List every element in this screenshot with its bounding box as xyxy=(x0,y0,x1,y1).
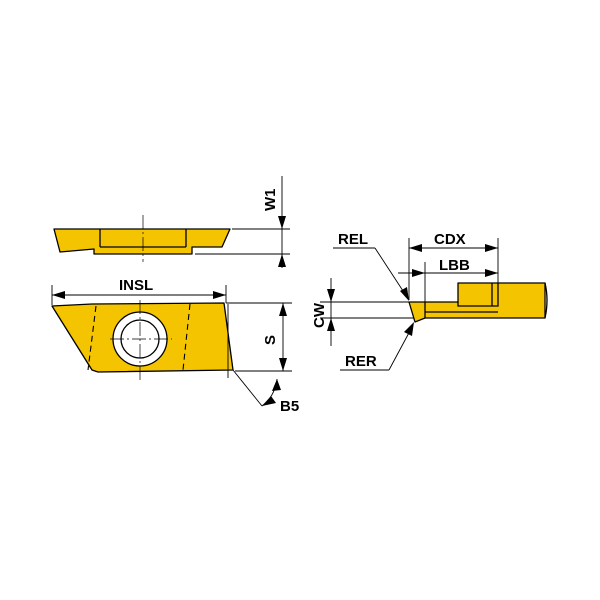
cw-arrow-top xyxy=(327,289,335,302)
b5-arrow-bottom xyxy=(262,396,276,406)
insl-label: INSL xyxy=(119,277,153,294)
insert-front-view xyxy=(51,300,234,380)
holder-right-break xyxy=(544,282,548,319)
insert-top-view xyxy=(53,215,231,262)
insert-right-hidden-edge xyxy=(182,303,191,371)
cw-label: CW xyxy=(311,302,328,328)
w1-dimension: W1 xyxy=(195,176,290,268)
lbb-label: LBB xyxy=(439,257,470,274)
insl-dimension: INSL xyxy=(51,277,227,305)
w1-arrow-bottom xyxy=(278,254,286,267)
rel-leader-line xyxy=(374,247,408,298)
b5-ext-edge xyxy=(232,369,263,407)
w1-arrow-top xyxy=(278,216,286,229)
rel-leader: REL xyxy=(333,231,409,301)
cdx-dimension: CDX xyxy=(408,231,499,300)
cdx-arrow-right xyxy=(485,244,498,252)
holder-body xyxy=(408,282,546,323)
lbb-arrow-left xyxy=(412,269,425,277)
cw-dimension: CW xyxy=(311,278,414,346)
b5-label: B5 xyxy=(280,398,299,415)
rel-arrow xyxy=(400,287,409,301)
lbb-arrow-right xyxy=(485,269,498,277)
cw-arrow-bottom xyxy=(327,318,335,331)
s-label: S xyxy=(262,335,279,345)
rel-label: REL xyxy=(338,231,368,248)
rer-label: RER xyxy=(345,353,377,370)
cdx-arrow-left xyxy=(409,244,422,252)
insl-arrow-right xyxy=(213,291,226,299)
s-arrow-top xyxy=(279,303,287,316)
b5-arrow-top xyxy=(272,379,281,391)
s-dimension: S xyxy=(226,302,292,372)
insl-arrow-left xyxy=(52,291,65,299)
rer-leader: RER xyxy=(340,322,414,371)
w1-label: W1 xyxy=(262,189,279,212)
s-arrow-bottom xyxy=(279,358,287,371)
lbb-dimension: LBB xyxy=(398,257,498,302)
rer-arrow xyxy=(404,322,414,336)
insert-left-hidden-edge xyxy=(87,305,97,371)
rer-leader-line xyxy=(388,328,412,371)
cdx-label: CDX xyxy=(434,231,466,248)
b5-dimension: B5 xyxy=(227,304,299,415)
holder-seat-outline xyxy=(457,283,499,307)
holder-side-view xyxy=(408,282,548,323)
insert-top-view-body xyxy=(53,228,231,255)
